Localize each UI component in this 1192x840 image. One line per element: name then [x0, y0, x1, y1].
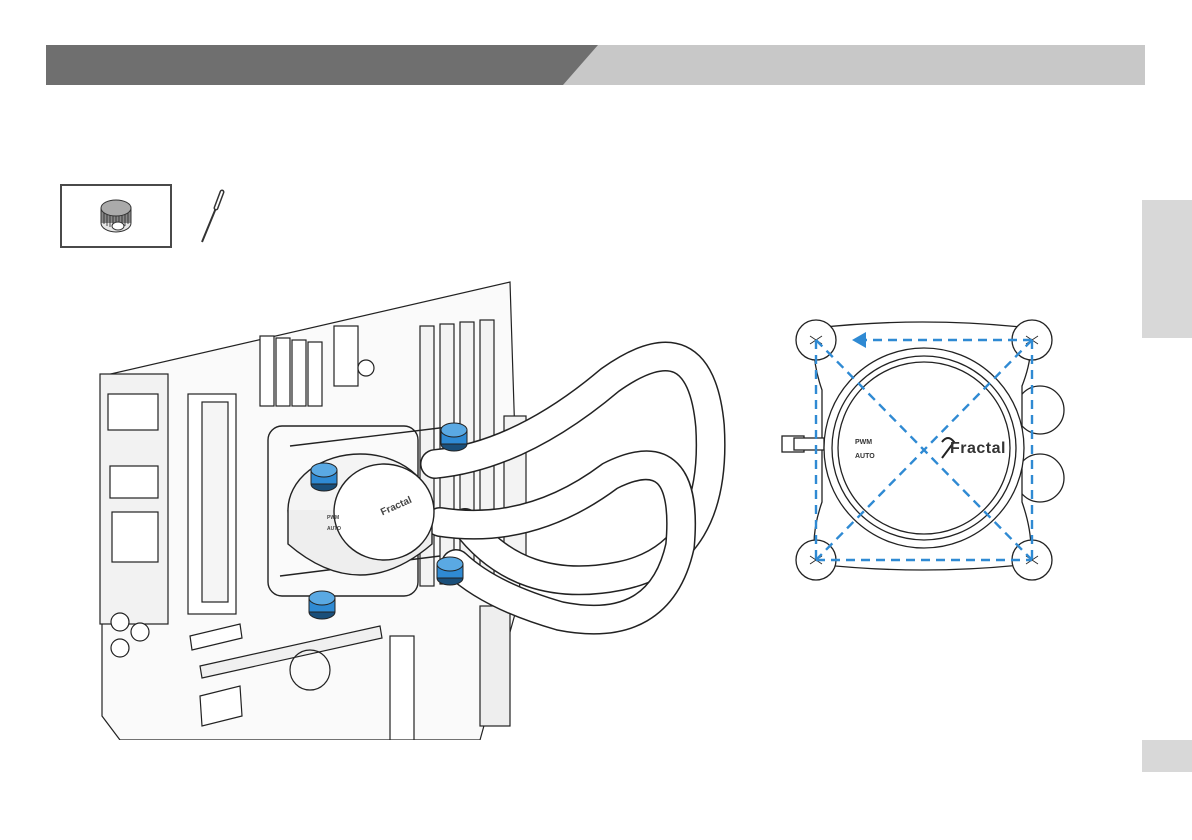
page-number-tab [1142, 740, 1192, 772]
screwdriver-icon [192, 184, 232, 246]
motherboard-illustration [90, 276, 730, 740]
pump-mode-auto: AUTO [855, 453, 875, 460]
section-tab[interactable] [1142, 200, 1192, 338]
thumbscrew-icon [62, 186, 170, 246]
header-bar-shape [46, 45, 1145, 85]
pump-brand-logo: Fractal [950, 440, 1006, 458]
header-bar [46, 45, 1145, 85]
pump-mode-pwm: PWM [855, 439, 872, 446]
pump-top-view [772, 306, 1072, 596]
pump-auto-small: AUTO [327, 526, 341, 532]
parts-box [60, 184, 172, 248]
pump-pwm-small: PWM [327, 515, 339, 521]
